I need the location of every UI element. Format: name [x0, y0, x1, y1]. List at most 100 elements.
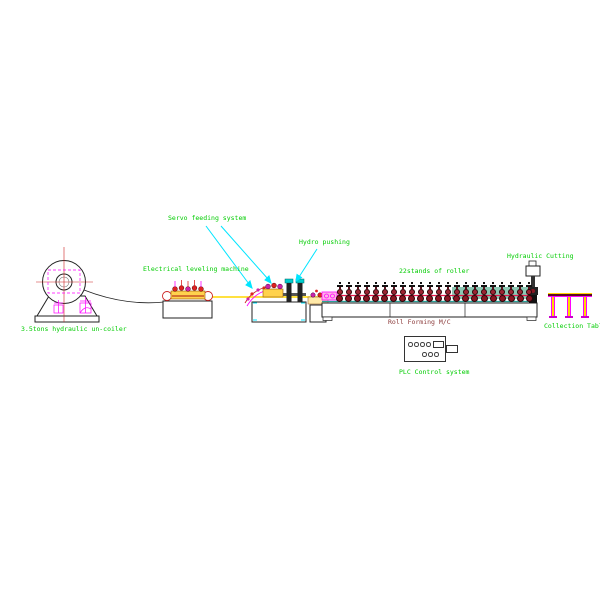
roller-stands: [336, 282, 533, 303]
lower-roller: [426, 295, 434, 302]
upper-roller: [390, 288, 397, 295]
stand-cap: [454, 284, 460, 287]
stand-neck: [411, 287, 413, 289]
upper-roller: [462, 288, 469, 295]
stand-neck: [519, 287, 521, 289]
stand-cap: [526, 284, 532, 287]
table-foot: [581, 316, 589, 318]
stand-bolt: [393, 282, 395, 284]
lower-roller: [417, 295, 425, 302]
label-servo: Servo feeding system: [168, 214, 247, 222]
roller-stand: [399, 282, 407, 302]
label-collection: Collection Table: [544, 322, 600, 330]
roller-stand: [372, 282, 380, 302]
stand-cap: [517, 284, 523, 287]
roller-stand: [489, 282, 497, 302]
stand-cap: [418, 284, 424, 287]
stand-cap: [463, 284, 469, 287]
stand-neck: [420, 287, 422, 289]
lower-roller: [372, 295, 380, 302]
stand-cap: [346, 284, 352, 287]
stand-cap: [400, 284, 406, 287]
plc-side-connector: [446, 345, 458, 353]
lower-roller: [381, 295, 389, 302]
roller-stand: [345, 282, 353, 302]
stand-cap: [364, 284, 370, 287]
stand-neck: [456, 287, 458, 289]
plc-display: [433, 341, 444, 348]
stand-neck: [483, 287, 485, 289]
stand-cap: [373, 284, 379, 287]
roller-stand: [435, 282, 443, 302]
stand-neck: [474, 287, 476, 289]
roller-stand: [390, 282, 398, 302]
stand-neck: [501, 287, 503, 289]
stand-cap: [481, 284, 487, 287]
stand-neck: [348, 287, 350, 289]
upper-roller: [471, 288, 478, 295]
stand-cap: [337, 284, 343, 287]
stand-bolt: [483, 282, 485, 284]
collection-table: [548, 293, 592, 319]
roller-stand: [363, 282, 371, 302]
stand-bolt: [474, 282, 476, 284]
upper-roller: [363, 288, 370, 295]
stand-bolt: [456, 282, 458, 284]
table-leg: [567, 297, 571, 316]
lower-roller: [408, 295, 416, 302]
plc-button: [408, 342, 413, 347]
plc-control-box: [404, 336, 458, 362]
upper-roller: [426, 288, 433, 295]
base-corner-ticks: [253, 302, 305, 321]
roller-stand: [471, 282, 479, 302]
upper-roller: [408, 288, 415, 295]
stand-neck: [528, 287, 530, 289]
plc-button: [422, 352, 427, 357]
upper-roller: [372, 288, 379, 295]
table-foot: [565, 316, 573, 318]
stand-neck: [357, 287, 359, 289]
stand-bolt: [510, 282, 512, 284]
table-leg: [583, 297, 587, 316]
plc-button: [414, 342, 419, 347]
stand-cap: [427, 284, 433, 287]
stand-bolt: [429, 282, 431, 284]
plc-button: [420, 342, 425, 347]
roller-stand: [507, 282, 515, 302]
stand-bolt: [411, 282, 413, 284]
lower-roller: [480, 295, 488, 302]
plc-button: [428, 352, 433, 357]
table-foot: [549, 316, 557, 318]
stand-neck: [510, 287, 512, 289]
upper-roller: [444, 288, 451, 295]
lower-roller: [525, 295, 533, 302]
stand-neck: [384, 287, 386, 289]
roller-stand: [453, 282, 461, 302]
lower-roller: [507, 295, 515, 302]
roller-stand: [426, 282, 434, 302]
stand-bolt: [357, 282, 359, 284]
uncoiler: [34, 247, 100, 323]
stand-neck: [339, 287, 341, 289]
uncoiler-pedestal-marks: [53, 297, 92, 314]
stand-neck: [366, 287, 368, 289]
leveler-rollers: [172, 280, 204, 297]
roller-stand: [354, 282, 362, 302]
stand-bolt: [339, 282, 341, 284]
roller-stand: [381, 282, 389, 302]
upper-roller: [417, 288, 424, 295]
lower-roller: [462, 295, 470, 302]
roller-stand: [417, 282, 425, 302]
stand-neck: [492, 287, 494, 289]
stand-bolt: [348, 282, 350, 284]
plc-button: [426, 342, 431, 347]
roller-stand: [462, 282, 470, 302]
lower-roller: [498, 295, 506, 302]
upper-roller: [336, 288, 343, 295]
stand-bolt: [528, 282, 530, 284]
stand-bolt: [519, 282, 521, 284]
stand-cap: [382, 284, 388, 287]
lower-roller: [444, 295, 452, 302]
lower-roller: [345, 295, 353, 302]
stand-bolt: [465, 282, 467, 284]
